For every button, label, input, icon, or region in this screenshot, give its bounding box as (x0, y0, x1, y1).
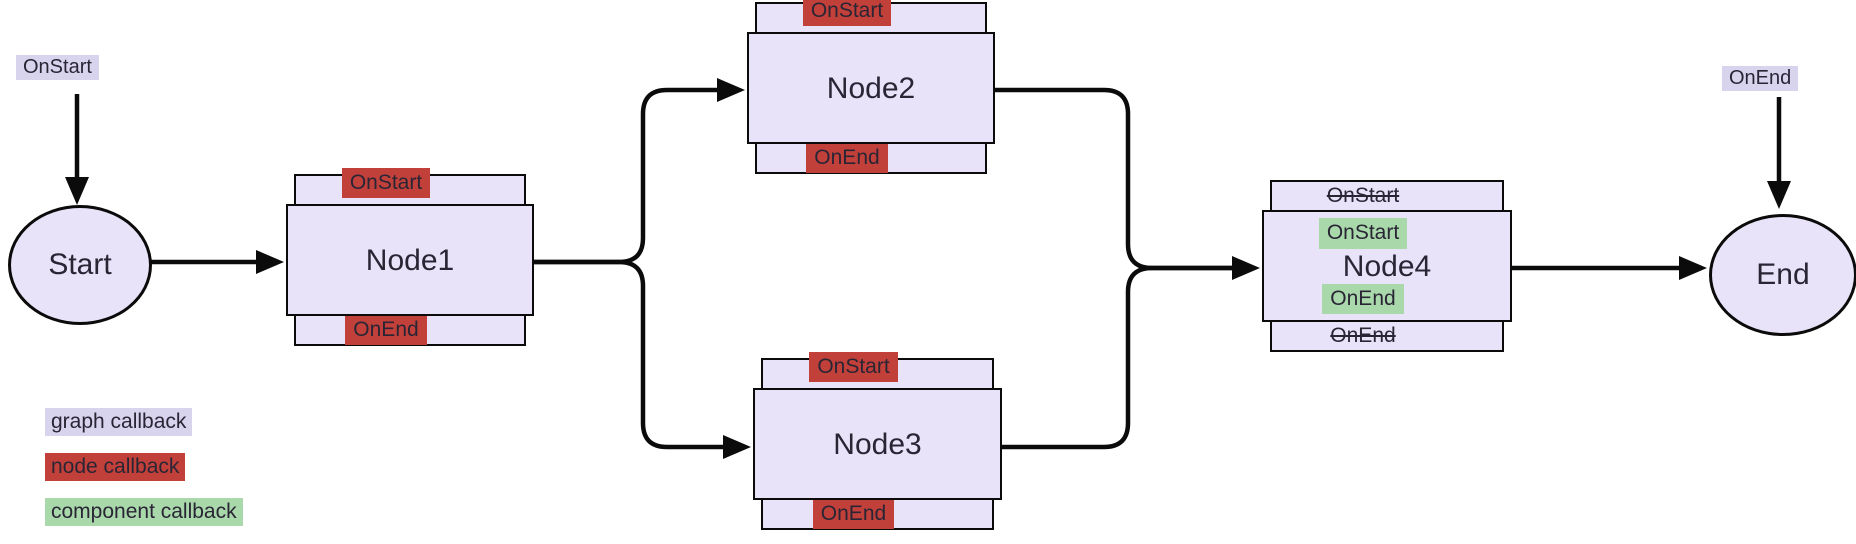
graph-onend-label: OnEnd (1722, 66, 1799, 91)
node2-title: Node2 (826, 71, 916, 105)
legend-item-node-callback: node callback (45, 453, 186, 481)
node4-component-onstart-callback: OnStart (1318, 218, 1408, 249)
graph-onstart-label: OnStart (16, 55, 99, 80)
node3-onstart-callback: OnStart (809, 351, 898, 383)
node2-onend-callback: OnEnd (806, 142, 888, 174)
node-node2: OnStart Node2 OnEnd (747, 0, 995, 174)
node2-onstart-callback: OnStart (802, 0, 892, 27)
node4-onend-strip: OnEnd (1270, 320, 1504, 352)
edge-node2-to-node4 (995, 87, 1260, 280)
node2-onstart-strip: OnStart (755, 0, 987, 34)
node4-onstart-strip: OnStart (1270, 180, 1504, 212)
legend-item-component-callback: component callback (45, 498, 243, 526)
node4-onend-callback-overridden: OnEnd (1330, 323, 1396, 347)
node3-body: Node3 (753, 388, 1002, 500)
edge-node1-to-node3 (534, 259, 751, 459)
legend: graph callback node callback component c… (45, 408, 243, 526)
node1-onstart-callback: OnStart (341, 167, 431, 199)
node1-body: Node1 (286, 204, 534, 316)
node1-onstart-strip: OnStart (294, 167, 526, 206)
node4-body: OnStart Node4 OnEnd (1262, 210, 1512, 322)
end-terminal: End (1709, 214, 1856, 336)
node1-onend-callback: OnEnd (345, 314, 427, 346)
start-terminal-label: Start (48, 248, 112, 281)
node-node4: OnStart OnStart Node4 OnEnd OnEnd (1262, 180, 1512, 352)
node4-onstart-callback-overridden: OnStart (1326, 183, 1400, 207)
node3-title: Node3 (833, 427, 922, 461)
edge-node1-to-node2 (534, 78, 745, 265)
node3-onend-strip: OnEnd (761, 498, 994, 530)
node-node1: OnStart Node1 OnEnd (286, 167, 534, 346)
node3-onend-callback: OnEnd (812, 498, 895, 530)
node1-title: Node1 (365, 243, 455, 277)
node-node3: OnStart Node3 OnEnd (753, 351, 1002, 530)
start-terminal: Start (8, 205, 152, 325)
node1-onend-strip: OnEnd (294, 314, 526, 346)
node2-onend-strip: OnEnd (755, 142, 987, 174)
end-terminal-label: End (1756, 258, 1810, 291)
legend-item-graph-callback: graph callback (45, 408, 193, 436)
edge-node3-to-node4 (1002, 265, 1232, 450)
node2-body: Node2 (747, 32, 995, 144)
node4-component-onend-callback: OnEnd (1322, 283, 1404, 314)
node3-onstart-strip: OnStart (761, 351, 994, 390)
node4-title: Node4 (1342, 249, 1432, 283)
